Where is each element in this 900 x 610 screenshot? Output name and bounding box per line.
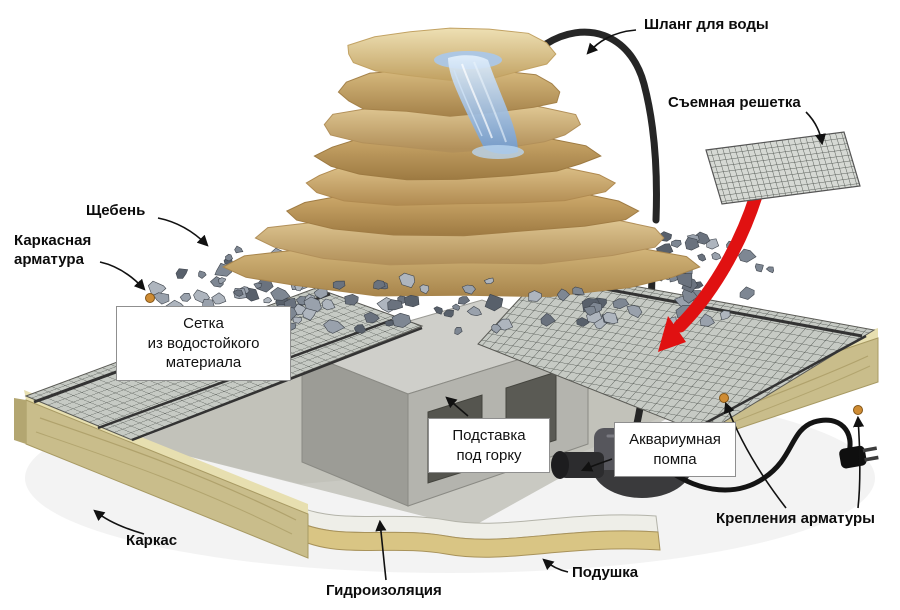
rebar-rod: [131, 326, 423, 442]
removable-grate: [705, 131, 861, 205]
label-frame: Каркас: [126, 532, 178, 549]
leader-arrows: [93, 29, 865, 581]
leader-waterproofing: [375, 519, 387, 581]
leader-cushion: [542, 558, 569, 573]
rebar-fasteners: [145, 293, 863, 415]
label-waterproofing: Гидроизоляция: [326, 582, 442, 599]
leader-frame: [93, 509, 145, 535]
label-rebar-fasteners: Крепления арматуры: [716, 510, 875, 527]
label-gravel: Щебень: [86, 202, 146, 219]
waterfall-stream: [434, 51, 524, 159]
stone-cascade: [221, 69, 701, 298]
label-waterproof-mesh: Сетка из водостойкого материала: [116, 306, 291, 381]
label-frame-rebar: Каркасная арматура: [14, 232, 92, 268]
water-hose: [542, 28, 660, 224]
label-water-hose: Шланг для воды: [644, 16, 769, 33]
leader-rebar: [99, 261, 146, 291]
label-cushion: Подушка: [572, 564, 639, 581]
sand-cushion: [293, 519, 661, 558]
leader-grate: [805, 111, 827, 146]
label-removable-grate: Съемная решетка: [668, 94, 801, 111]
gravel-bed-front: [263, 272, 619, 336]
leader-fastener-1: [723, 401, 787, 509]
label-stand: Подставка под горку: [428, 418, 550, 473]
label-pump: Аквариумная помпа: [614, 422, 736, 477]
leader-gravel: [157, 217, 209, 247]
red-arrow: [658, 189, 763, 352]
leader-pump: [580, 458, 613, 472]
leader-hose: [586, 29, 637, 55]
leader-fastener-2: [853, 415, 865, 509]
leader-stand: [445, 396, 469, 417]
